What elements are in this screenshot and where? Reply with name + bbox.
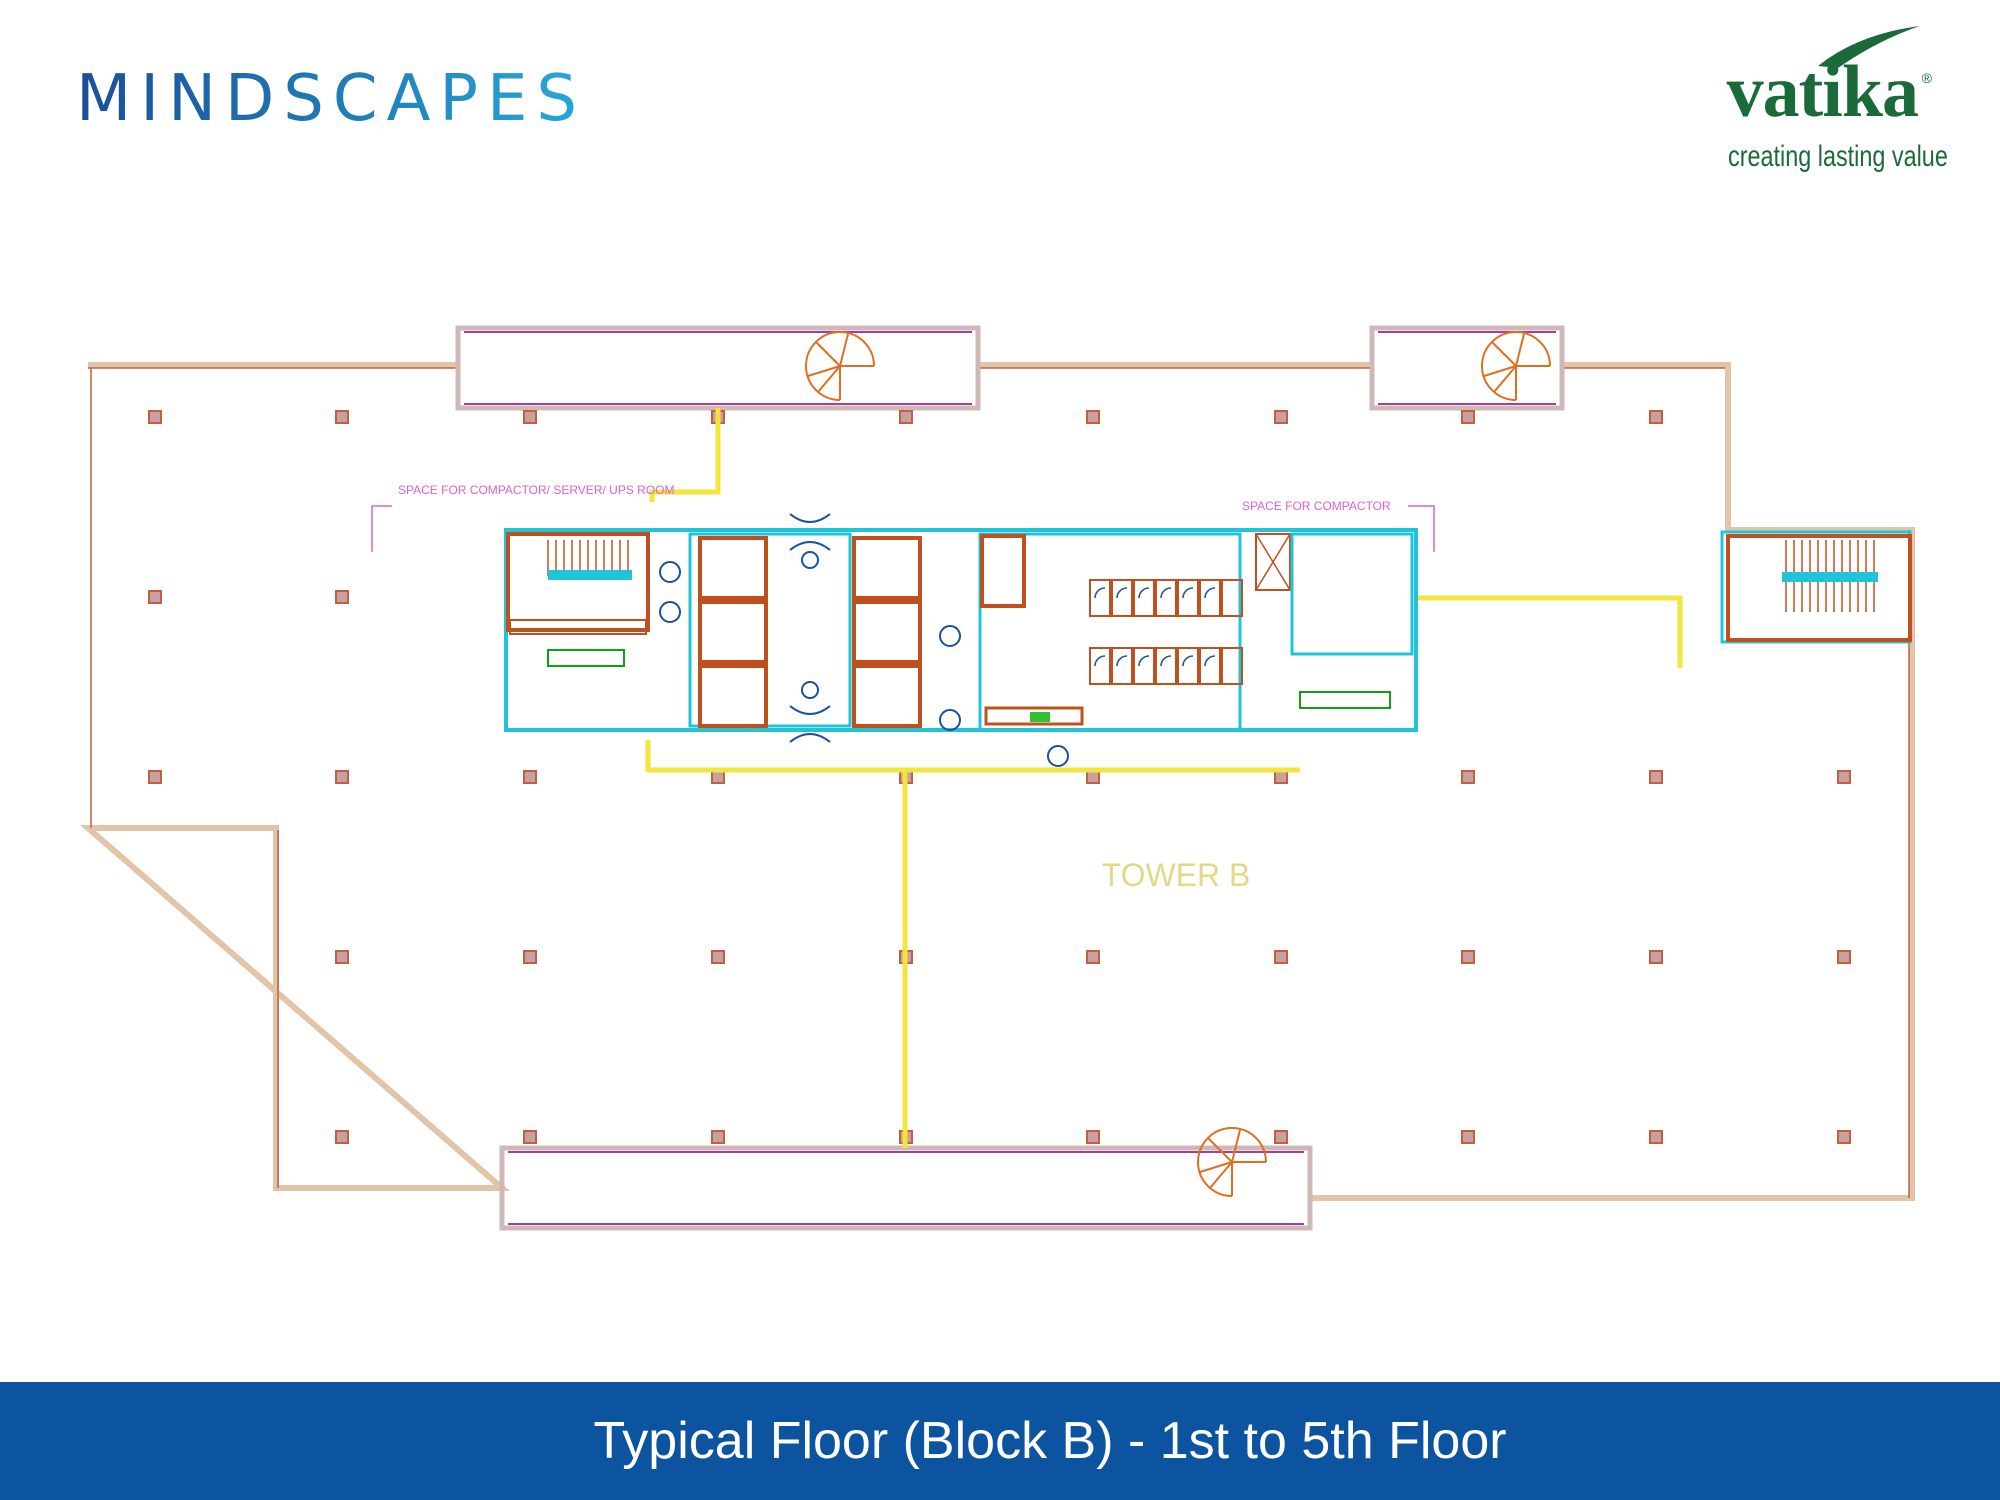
- spiral-stair-1: [805, 331, 875, 401]
- balcony-bottom: [499, 1145, 1313, 1231]
- service-core: [504, 513, 1912, 767]
- balcony-top-left: [455, 325, 981, 411]
- structural-columns: [148, 410, 1851, 1144]
- corridor-walkways: [645, 408, 1683, 1148]
- spiral-stair-3: [1197, 1127, 1267, 1197]
- note-leaders: [371, 505, 1435, 552]
- note-left: SPACE FOR COMPACTOR/ SERVER/ UPS ROOM: [398, 483, 675, 497]
- footer-bar: Typical Floor (Block B) - 1st to 5th Flo…: [0, 1382, 2000, 1500]
- leaf-swoosh-icon: [1818, 26, 1920, 68]
- floor-plan: SPACE FOR COMPACTOR/ SERVER/ UPS ROOM SP…: [79, 325, 1915, 1231]
- vatika-logo: vatika ® creating lasting value: [1688, 18, 1948, 173]
- mindscapes-logo: MINDSCAPES: [76, 62, 586, 136]
- vatika-tagline: creating lasting value: [1728, 140, 1948, 173]
- vatika-wordmark: vatika: [1726, 51, 1919, 133]
- tower-label: TOWER B: [1102, 857, 1251, 893]
- building-outline: [79, 362, 1915, 1201]
- note-right: SPACE FOR COMPACTOR: [1242, 499, 1391, 513]
- footer-title: Typical Floor (Block B) - 1st to 5th Flo…: [593, 1412, 1507, 1470]
- balcony-top-right: [1369, 325, 1565, 411]
- spiral-stair-2: [1481, 331, 1551, 401]
- registered-mark: ®: [1921, 70, 1932, 86]
